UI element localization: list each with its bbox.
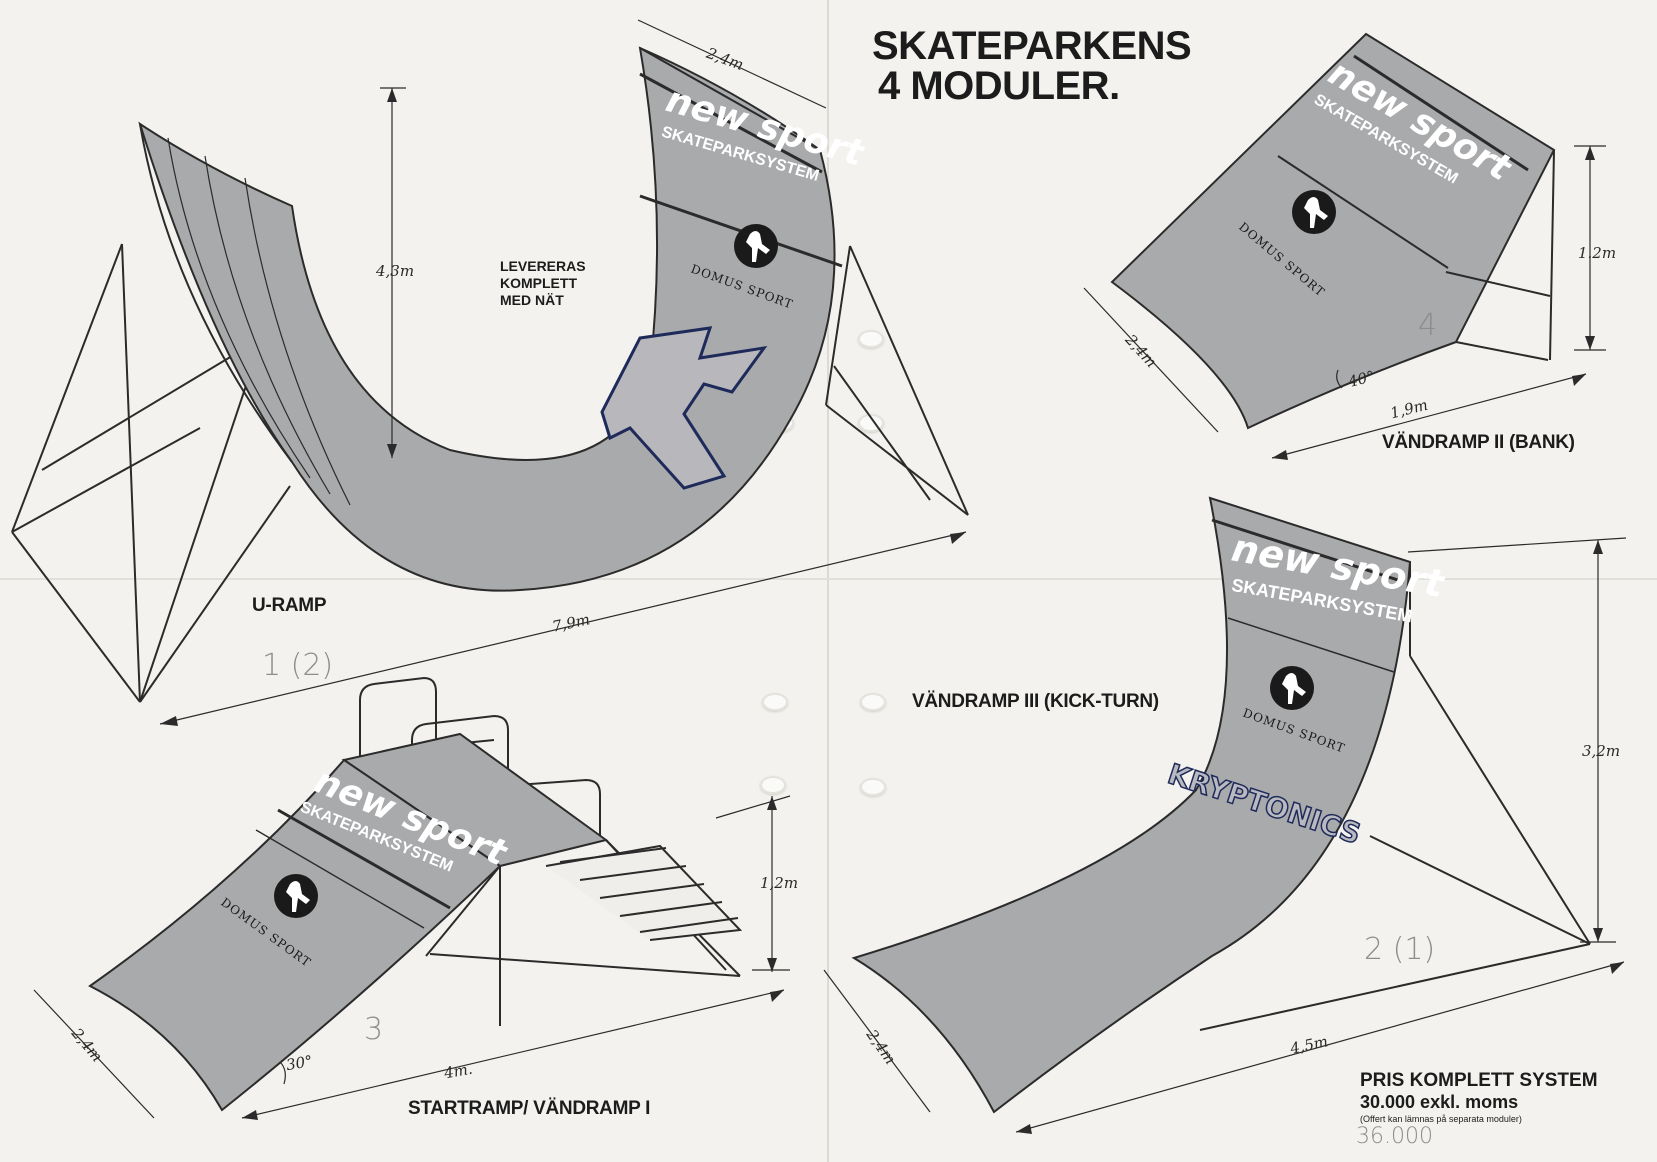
price-note: (Offert kan lämnas på separata moduler)	[1360, 1114, 1522, 1124]
note-line: KOMPLETT	[500, 275, 577, 291]
punch-hole	[860, 778, 886, 796]
u-ramp-handwritten-number: 1 (2)	[262, 648, 334, 683]
price-block: PRIS KOMPLETT SYSTEM 30.000 exkl. moms (…	[1360, 1070, 1598, 1124]
bank-handwritten-number: 4	[1418, 308, 1438, 343]
title-line-1: SKATEPARKENS	[872, 24, 1192, 68]
title-line-2: 4 MODULER.	[878, 64, 1120, 108]
kick-turn-handwritten-number: 2 (1)	[1364, 932, 1436, 967]
price-amount: 30.000 exkl. moms	[1360, 1092, 1519, 1112]
u-ramp-caption: U-RAMP	[252, 595, 327, 616]
punch-hole	[860, 693, 886, 711]
punch-hole	[760, 776, 786, 794]
start-ramp-handwritten-number: 3	[364, 1012, 384, 1047]
page-title: SKATEPARKENS 4 MODULER.	[872, 24, 1192, 108]
start-ramp-caption: STARTRAMP/ VÄNDRAMP I	[408, 1098, 651, 1119]
fold-line-horizontal	[0, 578, 1657, 580]
start-ramp-illustration	[33, 676, 791, 1120]
fold-line-vertical	[827, 0, 829, 1162]
discus-logo-icon	[1270, 666, 1314, 710]
start-ramp-height-dim: 1,2m	[760, 874, 799, 892]
bank-height-dim: 1.2m	[1578, 244, 1617, 262]
punch-hole	[858, 330, 884, 348]
u-ramp-note: LEVERERAS KOMPLETT MED NÄT	[500, 258, 586, 309]
u-ramp-height-dim: 4,3m	[376, 262, 415, 280]
bank-caption: VÄNDRAMP II (BANK)	[1382, 432, 1575, 453]
u-ramp-illustration	[11, 19, 969, 726]
bank-ramp-illustration	[1083, 32, 1606, 460]
discus-logo-icon	[1292, 190, 1336, 234]
kick-turn-caption: VÄNDRAMP III (KICK-TURN)	[912, 691, 1159, 712]
note-line: MED NÄT	[500, 292, 564, 308]
price-heading: PRIS KOMPLETT SYSTEM	[1360, 1070, 1598, 1091]
punch-hole	[762, 693, 788, 711]
kick-turn-height-dim: 3,2m	[1582, 742, 1621, 760]
price-handwritten: 36.000	[1356, 1124, 1433, 1149]
kick-turn-illustration	[823, 496, 1627, 1134]
discus-logo-icon	[274, 874, 318, 918]
note-line: LEVERERAS	[500, 258, 586, 274]
discus-logo-icon	[734, 224, 778, 268]
